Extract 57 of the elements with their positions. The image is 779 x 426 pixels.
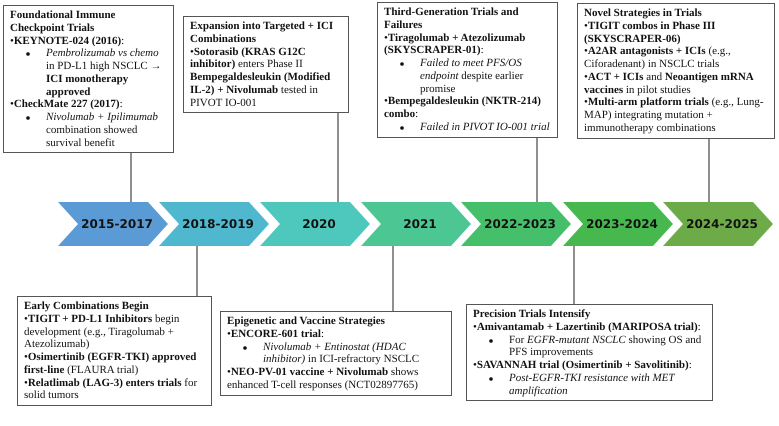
timeline-box (577, 3, 775, 138)
year-label: 2021 (403, 217, 437, 231)
bullet-text: •Tiragolumab + Atezolizumab (SKYSCRAPER-01): (384, 32, 526, 57)
bullet-text: •Multi-arm platform trials (e.g., Lung-MAP) integrating mutation + immunotherapy combinations (584, 96, 765, 134)
bullet-text: •SAVANNAH trial (Osimertinib + Savolitinib): (473, 359, 693, 372)
year-label: 2018-2019 (182, 217, 254, 231)
connector-line (708, 139, 710, 202)
box-heading: Foundational Immune Checkpoint Trials (10, 9, 116, 34)
bullet-text: •ENCORE-601 trial: (227, 328, 326, 340)
sub-bullet-text: Nivolumab + Ipilimumab combination showed survival benefit (10, 111, 167, 150)
bullet-text: •Bempegaldesleukin (NKTR-214) combo: (384, 95, 542, 121)
bullet-text: •Amivantamab + Lazertinib (MARIPOSA trial): (473, 320, 702, 334)
timeline-segment (58, 202, 168, 246)
timeline-segment (260, 202, 370, 246)
bullet-text: Bempegaldesleukin (Modified IL-2) + Nivolumab tested in PIVOT IO-001 (190, 71, 332, 110)
year-label: 2015-2017 (81, 217, 153, 231)
connector-line (196, 246, 198, 296)
timeline-box (3, 5, 174, 154)
sub-bullet-text: Post-EGFR-TKI resistance with MET amplification (473, 372, 706, 398)
bullet-text: •NEO-PV-01 vaccine + Nivolumab shows enhanced T-cell responses (NCT02897765) (227, 366, 420, 392)
timeline-box (377, 2, 558, 138)
bullet-text: •KEYNOTE-024 (2016): (10, 34, 126, 48)
bullet-text: •TIGIT + PD-L1 Inhibitors begin development (e.g., Tiragolumab + Atezolizumab) (24, 312, 180, 351)
year-label: 2022-2023 (484, 217, 556, 231)
connector-line (536, 138, 538, 202)
connector-line (130, 153, 132, 202)
year-label: 2024-2025 (686, 217, 758, 231)
box-heading: Third-Generation Trials and Failures (384, 6, 520, 32)
year-label: 2020 (302, 217, 336, 231)
bullet-text: •TIGIT combos in Phase III (SKYSCRAPER-06) (584, 20, 716, 46)
connector-line (573, 246, 575, 304)
box-heading: Early Combinations Begin (24, 300, 150, 313)
timeline-segment (461, 202, 571, 246)
timeline-segment (361, 202, 471, 246)
sub-bullet-text: Pembrolizumab vs chemo in PD-L1 high NSCLC → ICI monotherapy approved (10, 47, 167, 98)
bullet-text: •Osimertinib (EGFR-TKI) approved first-line (FLAURA trial) (24, 351, 198, 376)
timeline-segment (159, 202, 269, 246)
box-heading: Expansion into Targeted + ICI Combinations (190, 20, 334, 46)
box-heading: Novel Strategies in Trials (584, 7, 703, 20)
timeline-segment (563, 202, 673, 246)
timeline-box (466, 304, 713, 402)
bullet-text: •ACT + ICIs and Neoantigen mRNA vaccines in pilot studies (584, 70, 755, 96)
sub-bullet-text: For EGFR-mutant NSCLC showing OS and PFS improvements (473, 334, 706, 359)
year-label: 2023-2024 (586, 217, 658, 231)
connector-line (337, 113, 339, 202)
box-heading: Precision Trials Intensify (473, 308, 592, 321)
sub-bullet-text: Failed to meet PFS/OS endpoint despite earlier promise (384, 57, 551, 96)
timeline-box (183, 16, 349, 114)
bullet-text: •CheckMate 227 (2017): (10, 98, 124, 111)
sub-bullet-text: Failed in PIVOT IO-001 trial (384, 120, 551, 134)
timeline-box (17, 296, 212, 406)
timeline-segment (663, 202, 773, 246)
bullet-text: •Relatlimab (LAG-3) enters trials for solid tumors (24, 376, 198, 402)
connector-line (392, 246, 394, 311)
bullet-text: •Sotorasib (KRAS G12C inhibitor) enters Phase II (190, 46, 307, 71)
box-heading: Epigenetic and Vaccine Strategies (227, 315, 386, 328)
timeline-box (220, 311, 452, 396)
